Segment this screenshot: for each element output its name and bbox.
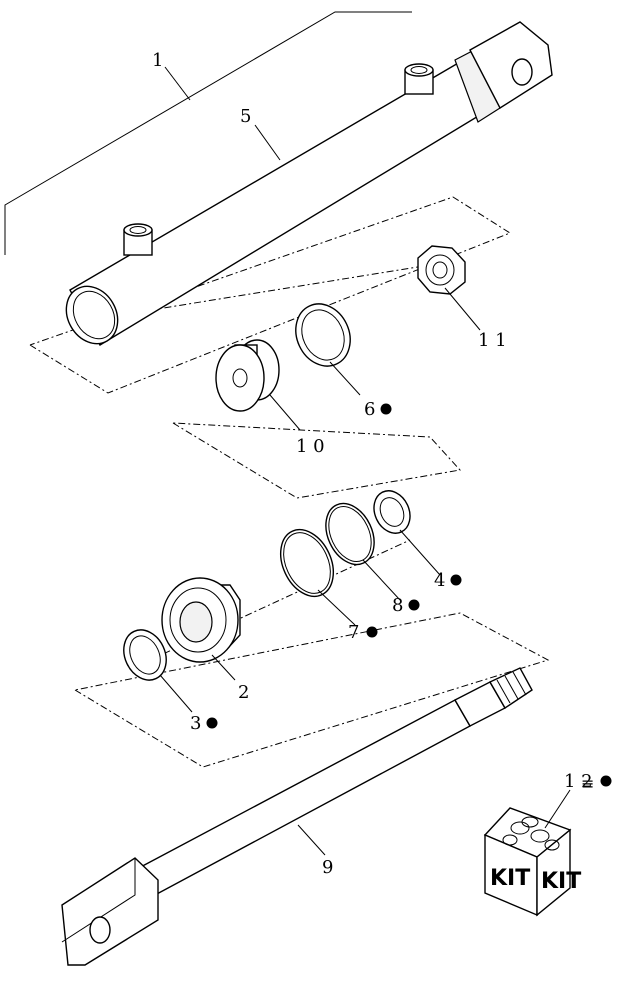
seal-ring-part-6 <box>295 303 351 367</box>
assembly-outline-barrel <box>29 196 512 394</box>
o-ring-part-7 <box>279 528 335 598</box>
bullet-6 <box>380 403 392 415</box>
callout-9: 9 <box>322 857 333 878</box>
o-ring-part-8 <box>325 502 375 566</box>
callout-3: 3 <box>190 713 201 734</box>
bullet-4 <box>450 574 462 586</box>
callout-8: 8 <box>392 595 403 616</box>
leader-lines <box>159 66 571 856</box>
assembly-bracket <box>4 11 412 255</box>
gland-part-2 <box>161 577 241 663</box>
kit-symbol: ≡ <box>581 774 594 793</box>
wiper-part-4 <box>373 490 411 534</box>
assembly-outline-piston <box>172 422 461 499</box>
bullet-12 <box>600 775 612 787</box>
assembly-outline-gland <box>74 612 550 768</box>
rod-seal-part-3 <box>123 629 167 681</box>
callout-10: 1 0 <box>296 436 325 457</box>
callout-12: 1 2 <box>564 771 593 792</box>
callout-6: 6 <box>364 399 375 420</box>
barrel-part-5 <box>65 21 553 346</box>
callout-4: 4 <box>434 570 445 591</box>
bullet-3 <box>206 717 218 729</box>
callout-2: 2 <box>238 682 249 703</box>
kit-label-left: KIT <box>490 866 530 891</box>
seal-kit-box-part-12: KIT KIT <box>483 807 581 917</box>
kit-bullet-markers <box>206 403 612 787</box>
callout-11: 1 1 <box>478 330 507 351</box>
callout-1: 1 <box>152 50 163 71</box>
nut-part-11 <box>417 245 466 295</box>
piston-part-10 <box>215 339 280 412</box>
piston-rod-part-9 <box>61 667 533 966</box>
bullet-7 <box>366 626 378 638</box>
callout-7: 7 <box>348 622 359 643</box>
kit-label-right: KIT <box>541 869 581 894</box>
callout-5: 5 <box>240 106 251 127</box>
bullet-8 <box>408 599 420 611</box>
